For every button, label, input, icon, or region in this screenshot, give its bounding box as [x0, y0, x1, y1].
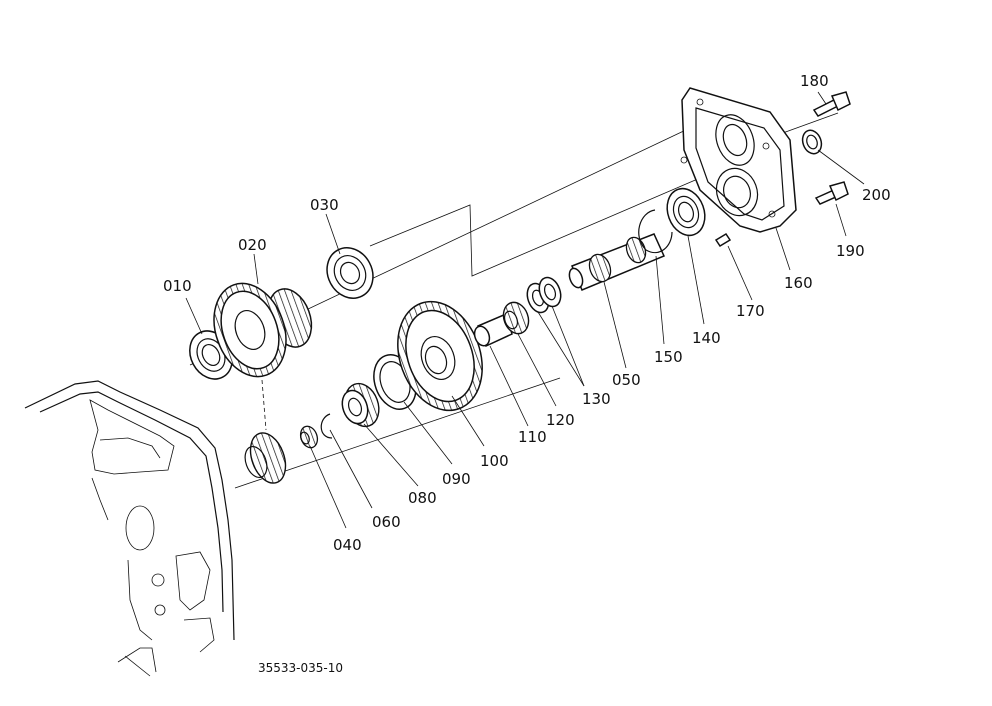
label-200: 200 [862, 186, 891, 204]
part-170-pin[interactable] [714, 232, 732, 248]
part-200-washer[interactable] [799, 128, 824, 157]
part-080-collar[interactable] [338, 379, 385, 431]
part-120-sleeve[interactable] [472, 312, 513, 348]
label-090: 090 [442, 470, 471, 488]
label-130: 130 [582, 390, 611, 408]
label-100: 100 [480, 452, 509, 470]
part-020-gear[interactable] [202, 273, 319, 386]
label-030: 030 [310, 196, 339, 214]
drawing-code: 35533-035-10 [258, 661, 343, 675]
part-190-bolt[interactable] [814, 181, 849, 205]
leader-lines [185, 91, 865, 529]
label-190: 190 [836, 242, 865, 260]
label-120: 110 [518, 428, 547, 446]
label-060: 060 [372, 513, 401, 531]
label-140: 140 [692, 329, 721, 347]
part-140-bearing[interactable] [661, 183, 711, 240]
part-100-gear[interactable] [383, 290, 496, 423]
transmission-case-drawing [24, 380, 235, 677]
label-050: 050 [612, 371, 641, 389]
label-160: 160 [784, 274, 813, 292]
part-180-bolt[interactable] [812, 91, 851, 117]
label-040: 040 [333, 536, 362, 554]
part-110-needle-bearing[interactable] [499, 299, 532, 337]
label-180: 180 [800, 72, 829, 90]
part-labels: 010 020 030 040 050 060 080 090 100 110 … [163, 72, 891, 554]
part-040-needle-bearing[interactable] [298, 424, 321, 450]
part-130-washers[interactable] [523, 274, 564, 315]
part-060-snap-ring[interactable] [320, 413, 333, 439]
case-pinion-gear [244, 432, 287, 484]
part-050-shaft[interactable] [567, 233, 666, 291]
label-110: 120 [546, 411, 575, 429]
part-030-bearing[interactable] [318, 240, 381, 307]
label-150: 150 [654, 348, 683, 366]
part-160-cover[interactable] [680, 87, 797, 233]
label-010: 010 [163, 277, 192, 295]
label-080: 080 [408, 489, 437, 507]
part-150-snap-ring[interactable] [638, 209, 673, 254]
label-020: 020 [238, 236, 267, 254]
label-170: 170 [736, 302, 765, 320]
